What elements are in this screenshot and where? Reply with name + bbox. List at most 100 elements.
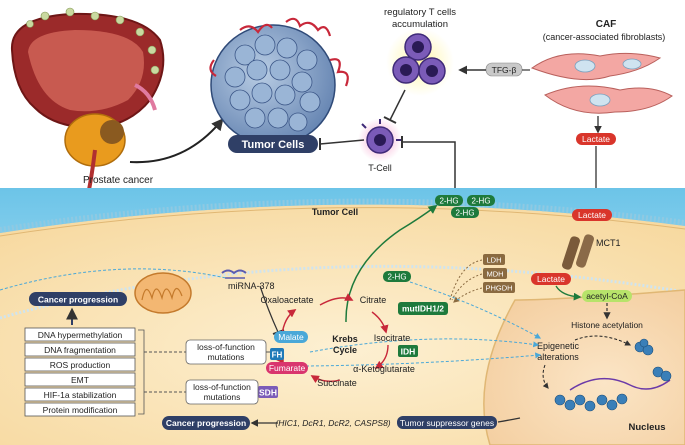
tumor-cells-cluster bbox=[209, 17, 349, 146]
list-bracket bbox=[138, 329, 145, 415]
epigenetic-line1: Epigenetic bbox=[537, 341, 580, 351]
treg-cells bbox=[386, 28, 454, 96]
mutidh-label: mutIDH1/2 bbox=[402, 304, 444, 314]
caf-cells bbox=[530, 52, 673, 114]
treg-label-line1: regulatory T cells bbox=[384, 7, 456, 18]
krebs-cycle-line1: Krebs bbox=[332, 334, 358, 344]
krebs-sdh: SDH bbox=[259, 388, 277, 398]
hg3-label: 2-HG bbox=[455, 209, 474, 218]
krebs-cycle bbox=[276, 293, 389, 384]
hg-inhibits-tcell bbox=[402, 141, 456, 195]
epigenetic-arrow-2 bbox=[542, 364, 549, 389]
mitochondrion bbox=[134, 272, 192, 314]
tumor-cells-badge: Tumor Cells bbox=[228, 135, 318, 153]
krebs-malate: Malate bbox=[278, 332, 304, 342]
cancer-progression-bottom-badge: Cancer progression bbox=[162, 416, 250, 430]
prostate-cancer-label: Prostate cancer bbox=[83, 175, 154, 186]
krebs-cycle-line2: Cycle bbox=[333, 345, 357, 355]
nucleus-to-suppressor-line bbox=[497, 417, 521, 423]
treg-label-line2: accumulation bbox=[392, 19, 448, 30]
lactate-to-acetylcoa-arrow bbox=[555, 285, 582, 301]
lof2-line1: loss-of-function bbox=[193, 382, 251, 392]
tumor-suppressor-label: Tumor suppressor genes bbox=[400, 418, 494, 428]
lof2-line2: mutations bbox=[204, 392, 241, 402]
lof-box-2: loss-of-function mutations bbox=[185, 379, 259, 405]
left-blue-dashed bbox=[0, 268, 227, 291]
enzyme-ldh: LDH bbox=[486, 256, 501, 265]
hg1-label: 2-HG bbox=[439, 197, 458, 206]
lactate-in-label: Lactate bbox=[578, 210, 606, 220]
sdh-badge: SDH bbox=[258, 386, 278, 398]
enzyme-list: LDH MDH PHGDH bbox=[483, 254, 515, 293]
epigenetic-line2: alterations bbox=[537, 352, 579, 362]
nucleus bbox=[483, 289, 685, 445]
hg2-label: 2-HG bbox=[471, 197, 490, 206]
mct1-transporter bbox=[562, 234, 594, 270]
succinate-to-epigenetic-arrow bbox=[305, 352, 542, 367]
lof1-line2: mutations bbox=[208, 352, 245, 362]
cancer-progression-left-badge: Cancer progression bbox=[29, 292, 127, 306]
epigenetic-arrow-1 bbox=[574, 335, 632, 346]
acetyl-coa-label: acetyl-CoA bbox=[586, 291, 628, 301]
progression-item-1: DNA hypermethylation bbox=[38, 330, 123, 340]
cancer-progression-left-label: Cancer progression bbox=[38, 295, 118, 305]
phgdh-arrow bbox=[453, 287, 483, 303]
mirna-label: miRNA-378 bbox=[228, 281, 275, 291]
mirna-inhibit-line bbox=[259, 285, 279, 333]
progression-item-3: ROS production bbox=[50, 360, 111, 370]
tumor-suppressor-badge: Tumor suppressor genes bbox=[397, 416, 497, 429]
lof1-line1: loss-of-function bbox=[197, 342, 255, 352]
tgfb-label: TFG-β bbox=[492, 65, 517, 75]
krebs-fh: FH bbox=[272, 351, 283, 360]
tumor-suppressor-genes: (HIC1, DcR1, DcR2, CASPS8) bbox=[275, 418, 390, 428]
fumarate-to-epigenetic-arrow bbox=[309, 338, 540, 353]
idh-badge: IDH bbox=[398, 345, 418, 357]
krebs-succinate: Succinate bbox=[317, 378, 357, 388]
tumor-cell-title: Tumor Cell bbox=[312, 207, 358, 217]
caf-subtitle: (cancer-associated fibroblasts) bbox=[543, 32, 666, 42]
malate-badge: Malate bbox=[274, 331, 308, 343]
progression-item-6: Protein modification bbox=[43, 405, 118, 415]
t-cell bbox=[358, 118, 402, 162]
krebs-citrate: Citrate bbox=[360, 295, 387, 305]
hg-badges: 2-HG 2-HG 2-HG bbox=[435, 195, 495, 218]
prostate-to-tumor-arrow bbox=[129, 118, 224, 164]
lactate-caf-label: Lactate bbox=[582, 134, 610, 144]
enzyme-mdh: MDH bbox=[486, 270, 503, 279]
lof-box-1: loss-of-function mutations bbox=[185, 339, 267, 365]
krebs-oxaloacetate: Oxaloacetate bbox=[260, 295, 313, 305]
hg-inner-badge: 2-HG bbox=[383, 271, 411, 282]
chromatin bbox=[554, 338, 672, 412]
lactate-in-badge: Lactate bbox=[572, 209, 612, 221]
tcell-label: T-Cell bbox=[368, 163, 392, 173]
tumor-cells-label: Tumor Cells bbox=[242, 139, 305, 151]
lactate-inside-badge: Lactate bbox=[531, 273, 571, 285]
mct1-label: MCT1 bbox=[596, 238, 621, 248]
krebs-ketoglutarate: α-Ketoglutarate bbox=[353, 364, 415, 374]
nucleus-label: Nucleus bbox=[629, 422, 666, 433]
krebs-isocitrate: Isocitrate bbox=[374, 333, 411, 343]
caf-title: CAF bbox=[596, 19, 617, 30]
hg-inner-label: 2-HG bbox=[387, 273, 406, 282]
acetyl-coa-badge: acetyl-CoA bbox=[582, 290, 632, 302]
mutidh-badge: mutIDH1/2 bbox=[398, 302, 448, 315]
enzyme-phgdh: PHGDH bbox=[485, 284, 512, 293]
tgfb-badge: TFG-β bbox=[485, 62, 523, 77]
cancer-progression-bottom-label: Cancer progression bbox=[166, 418, 246, 428]
lactate-caf-badge: Lactate bbox=[576, 133, 616, 145]
krebs-idh: IDH bbox=[401, 347, 416, 357]
hg-to-epigenetic-arrow bbox=[409, 281, 542, 339]
ldh-arrow bbox=[449, 259, 483, 301]
progression-item-5: HIF-1a stabilization bbox=[44, 390, 117, 400]
progression-item-4: EMT bbox=[71, 375, 89, 385]
fumarate-badge: Fumarate bbox=[266, 362, 308, 374]
progression-items: DNA hypermethylation DNA fragmentation R… bbox=[24, 327, 136, 417]
lactate-inside-label: Lactate bbox=[537, 274, 565, 284]
fh-badge: FH bbox=[270, 348, 284, 360]
treg-inhibits-tcell bbox=[389, 89, 406, 121]
krebs-fumarate: Fumarate bbox=[269, 363, 306, 373]
prostate-illustration bbox=[10, 7, 165, 196]
treg-inhibit-bar bbox=[383, 116, 397, 124]
